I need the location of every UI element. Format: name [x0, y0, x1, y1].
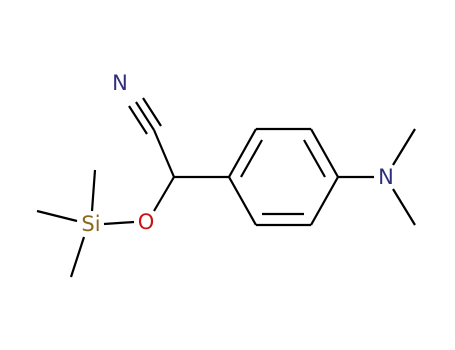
- dimethylamino-group: N: [338, 128, 416, 226]
- alpha-to-oxygen-bond: [153, 176, 175, 212]
- ring-bond-1: [228, 128, 257, 178]
- nitrile-triple-bond-line-2: [135, 101, 155, 131]
- nitrile-group: N: [112, 71, 176, 178]
- trimethylsilyl-ether-group: O Si: [36, 169, 175, 278]
- ring-bond-4: [310, 176, 339, 226]
- amine-methyl-bond-upper: [392, 128, 416, 166]
- oxygen-to-silicon-bond: [103, 220, 135, 226]
- ring-bond-6: [228, 176, 257, 226]
- nitrile-triple-bond-line-3: [142, 97, 162, 127]
- silicon-methyl-bond-left: [36, 209, 78, 223]
- ring-inner-double-1: [240, 139, 263, 178]
- amine-nitrogen-label: N: [378, 165, 394, 189]
- ring-bond-3: [310, 128, 339, 178]
- nitrile-nitrogen-label: N: [112, 71, 128, 95]
- amine-methyl-bond-lower: [392, 188, 416, 226]
- alpha-to-nitrile-carbon-bond: [152, 129, 176, 178]
- silicon-label: Si: [81, 212, 100, 236]
- ring-inner-double-2: [303, 139, 326, 178]
- silicon-methyl-bond-upper: [90, 169, 97, 212]
- oxygen-label: O: [138, 210, 155, 234]
- nitrile-triple-bond-line-1: [128, 105, 148, 135]
- silicon-methyl-bond-lower: [69, 236, 86, 278]
- benzene-ring: [228, 127, 339, 227]
